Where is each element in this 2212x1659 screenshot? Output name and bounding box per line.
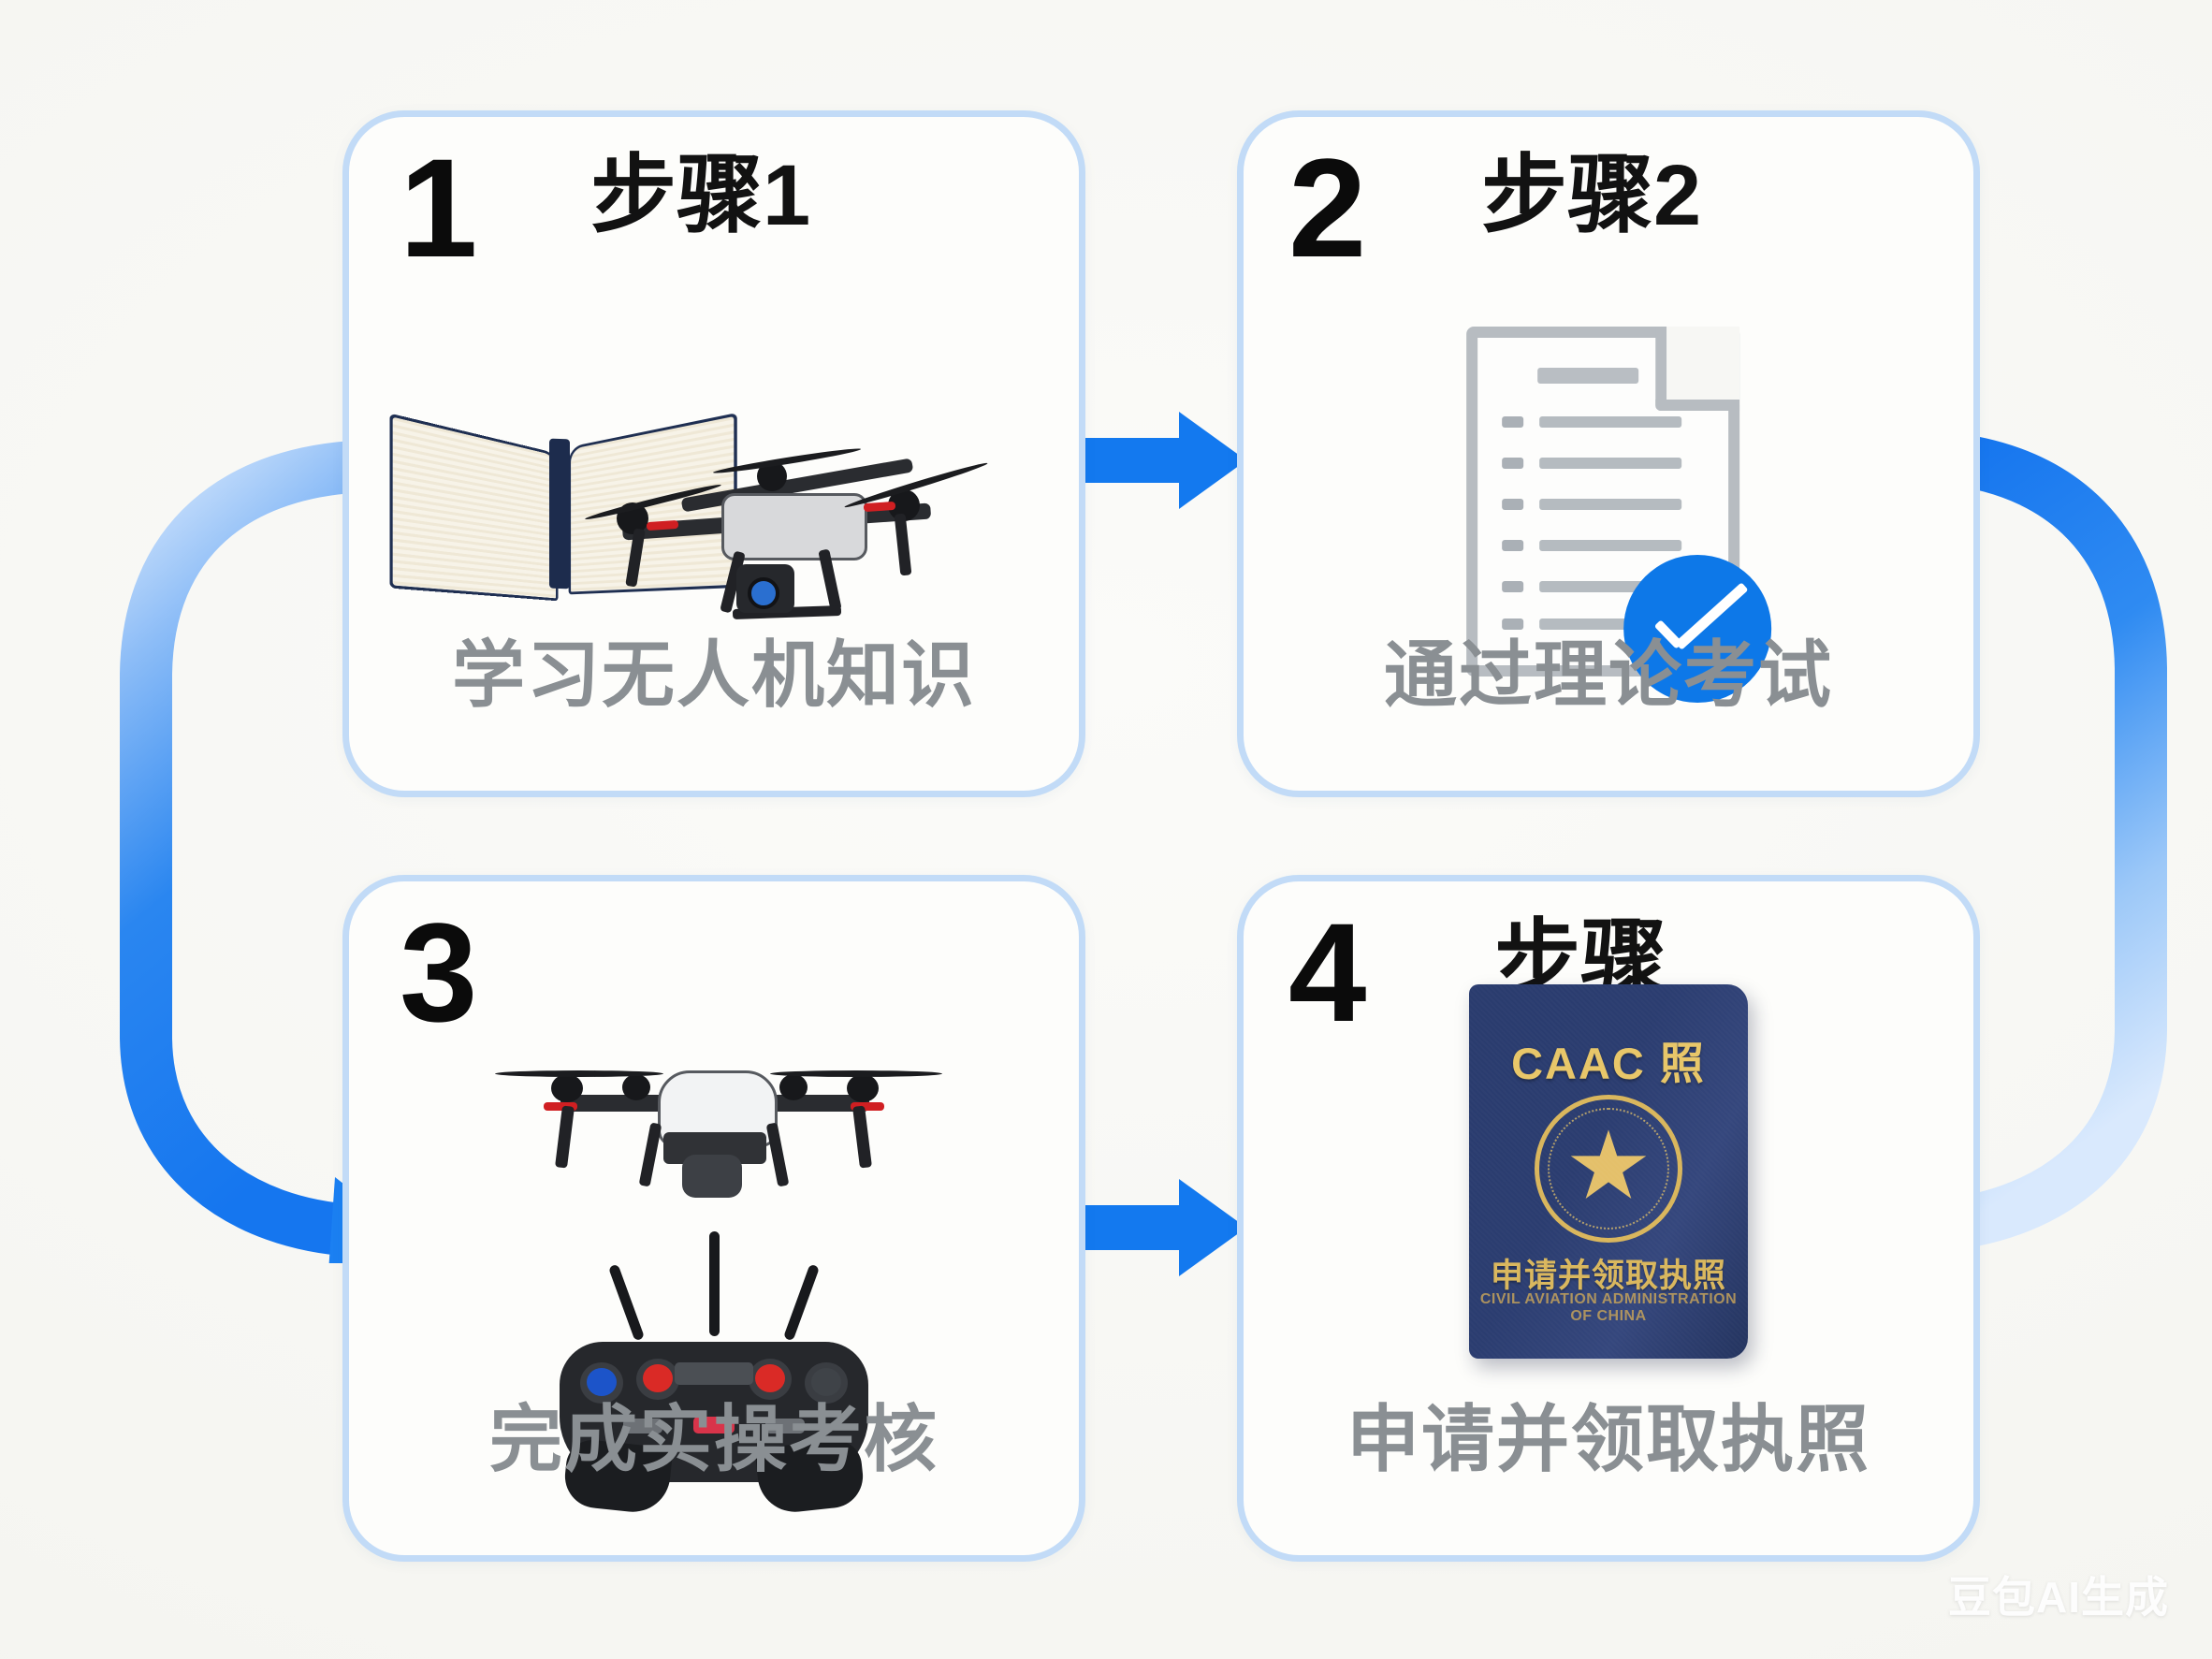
- step-caption-1: 学习无人机知识: [451, 633, 976, 716]
- arrow-step3-to-step4: [1070, 1179, 1246, 1276]
- step-card-3[interactable]: 3: [342, 875, 1085, 1562]
- document-icon: [1466, 327, 1772, 703]
- check-circle-icon: [1623, 555, 1772, 703]
- step-card-2[interactable]: 2 步骤2 通过理论考试: [1237, 110, 1980, 797]
- step-caption-4: 申请并领取执照: [1346, 1398, 1870, 1480]
- step-number-4: 4: [1288, 894, 1366, 1051]
- flying-drone-image: [495, 1022, 942, 1218]
- step-label-2: 步骤2: [1481, 148, 1702, 243]
- step-number-3: 3: [400, 894, 477, 1051]
- step-card-4[interactable]: 4 步骤 CAAC 照 申请并领取执照 CIVIL AVIATION ADMIN…: [1237, 875, 1980, 1562]
- drone-image: [584, 424, 989, 658]
- gold-star-seal-icon: [1535, 1095, 1682, 1243]
- remote-controller-image: [560, 1231, 868, 1516]
- watermark: 豆包AI生成: [1948, 1573, 2169, 1622]
- step-card-1[interactable]: 1 步骤1: [342, 110, 1085, 797]
- step-4-illustration: CAAC 照 申请并领取执照 CIVIL AVIATION ADMINISTRA…: [1244, 979, 1973, 1381]
- step-2-illustration: [1244, 304, 1973, 703]
- caac-license-passport: CAAC 照 申请并领取执照 CIVIL AVIATION ADMINISTRA…: [1469, 984, 1748, 1359]
- passport-title: CAAC 照: [1511, 1039, 1706, 1088]
- step-caption-3: 完成实操考核: [488, 1398, 939, 1480]
- arrow-step1-to-step2: [1070, 412, 1246, 509]
- step-3-illustration: [349, 1022, 1079, 1516]
- passport-subtitle: 申请并领取执照: [1490, 1258, 1726, 1294]
- step-caption-2: 通过理论考试: [1383, 633, 1833, 716]
- step-label-1: 步骤1: [590, 148, 811, 243]
- step-number-1: 1: [400, 129, 477, 286]
- step-1-illustration: [349, 304, 1079, 697]
- passport-subtitle-small: CIVIL AVIATION ADMINISTRATION OF CHINA: [1479, 1291, 1738, 1324]
- step-number-2: 2: [1288, 129, 1366, 286]
- page-fold-corner: [1655, 327, 1740, 411]
